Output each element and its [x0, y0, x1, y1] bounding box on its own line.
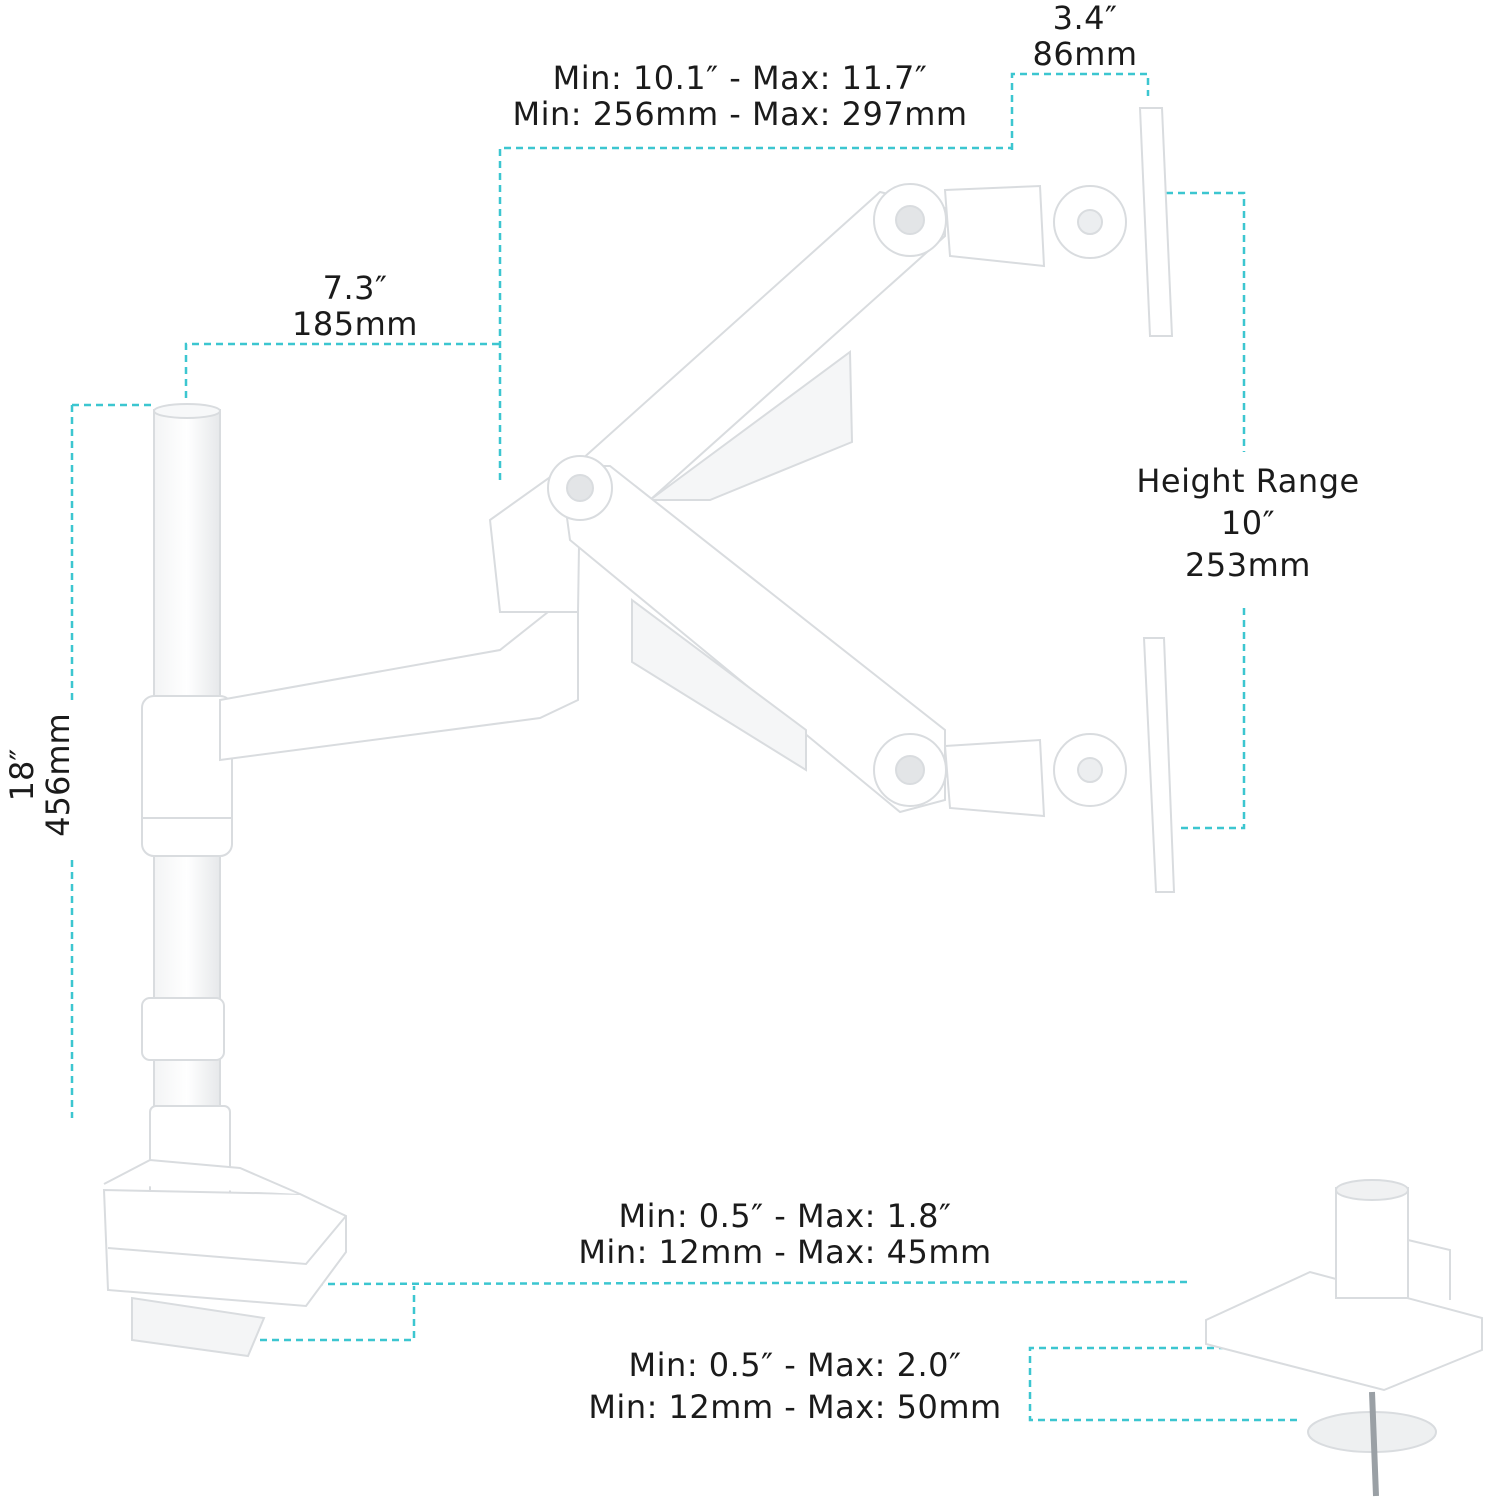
label-pole-height-inch: 18″: [3, 748, 41, 802]
label-grommet-mm: Min: 12mm - Max: 50mm: [588, 1388, 1002, 1426]
dim-line-height-top: [1166, 191, 1246, 452]
label-mount-offset-inch: 3.4″: [1052, 0, 1118, 37]
dim-line-height-bottom: [1176, 608, 1246, 830]
label-height-range: Height Range 10″ 253mm: [1120, 460, 1376, 586]
dim-line-grommet: [1028, 1346, 1298, 1422]
label-clamp-thickness: Min: 0.5″ - Max: 1.8″ Min: 12mm - Max: 4…: [540, 1198, 1030, 1270]
grommet-base: [1205, 1179, 1483, 1497]
label-base-arm-inch: 7.3″: [322, 269, 388, 307]
dim-line-clamp-top: [315, 1280, 1189, 1286]
label-grommet-thickness: Min: 0.5″ - Max: 2.0″ Min: 12mm - Max: 5…: [560, 1344, 1030, 1428]
dim-line-base-arm: [184, 342, 500, 398]
base-arm: [219, 468, 582, 762]
label-pole-height-mm: 456mm: [39, 713, 77, 837]
label-height-range-inch: 10″: [1220, 504, 1276, 542]
upper-arm-raised: [568, 107, 1174, 507]
label-upper-arm: Min: 10.1″ - Max: 11.7″ Min: 256mm - Max…: [500, 60, 980, 132]
label-upper-arm-inch: Min: 10.1″ - Max: 11.7″: [552, 59, 928, 97]
dim-line-upper-arm: [498, 146, 1012, 480]
label-mount-offset: 3.4″ 86mm: [1020, 0, 1150, 72]
label-height-range-mm: 253mm: [1185, 546, 1311, 584]
label-base-arm-mm: 185mm: [292, 305, 418, 343]
upper-arm-lowered: [547, 455, 1176, 893]
label-height-range-title: Height Range: [1136, 462, 1360, 500]
dim-line-mount-offset: [1010, 72, 1150, 150]
clamp-base: [102, 1158, 347, 1358]
label-clamp-mm: Min: 12mm - Max: 45mm: [578, 1233, 992, 1271]
dimension-lines: [70, 72, 1298, 1422]
pole: [141, 403, 233, 1199]
label-mount-offset-mm: 86mm: [1032, 35, 1138, 73]
label-grommet-inch: Min: 0.5″ - Max: 2.0″: [628, 1346, 962, 1384]
label-pole-height: 18″ 456mm: [3, 690, 77, 860]
label-clamp-inch: Min: 0.5″ - Max: 1.8″: [618, 1197, 952, 1235]
label-base-arm: 7.3″ 185mm: [280, 270, 430, 342]
label-upper-arm-mm: Min: 256mm - Max: 297mm: [512, 95, 968, 133]
